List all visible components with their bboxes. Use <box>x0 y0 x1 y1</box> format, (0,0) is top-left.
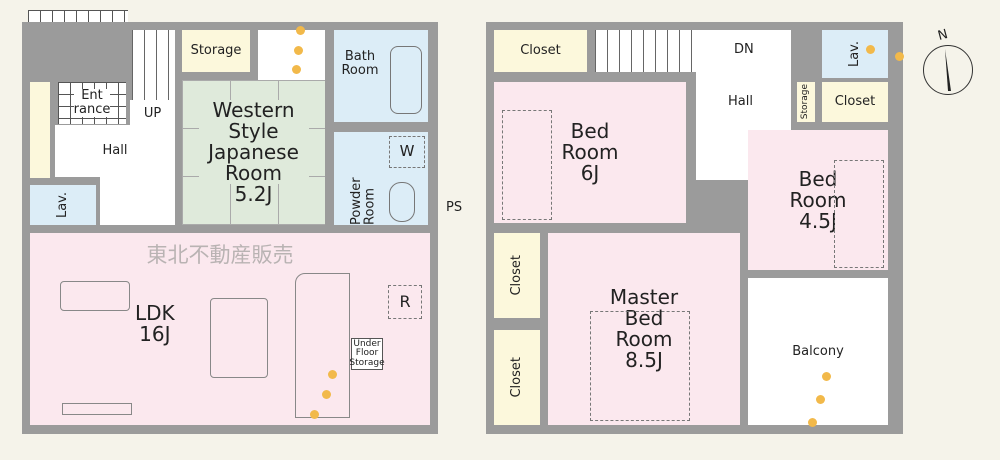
bed <box>502 110 552 220</box>
route-dot <box>808 418 817 427</box>
powder-room: Powder Room W <box>334 132 428 225</box>
ldk-name: LDK <box>135 301 175 325</box>
tv-board <box>62 403 132 415</box>
hall: Hall <box>55 125 175 177</box>
washer: W <box>389 136 425 168</box>
refrigerator: R <box>388 285 422 319</box>
lav-2f-label: Lav. <box>847 40 863 68</box>
dn-label: DN <box>734 42 754 57</box>
watermark-text: 東北不動産販売 <box>146 243 294 267</box>
shoe-shelf <box>30 82 50 178</box>
refrigerator-label: R <box>399 291 411 311</box>
storage-label: Storage <box>190 43 242 59</box>
ldk-size: 16J <box>139 322 171 346</box>
dining-table <box>210 298 268 378</box>
closet-right-label: Closet <box>834 94 876 110</box>
closet-space <box>258 30 325 80</box>
compass-north-label: N <box>936 26 950 45</box>
sofa <box>60 281 130 311</box>
route-dot <box>822 372 831 381</box>
under-floor-storage: Under Floor Storage <box>349 338 385 370</box>
western-room-name: Western Style Japanese Room <box>198 100 309 184</box>
route-dot <box>895 52 904 61</box>
route-dot <box>328 370 337 379</box>
stairs-up <box>132 30 175 100</box>
up-area: UP <box>130 100 175 128</box>
bed <box>834 160 884 268</box>
route-dot <box>292 65 301 74</box>
bedroom-4-5j-name: Bed Room <box>789 166 847 212</box>
route-dot <box>310 410 319 419</box>
compass-needle-icon <box>945 49 951 91</box>
watermark: 東北不動産販売 <box>100 244 340 266</box>
bedroom-6j-size: 6J <box>580 161 600 185</box>
entrance-label: Ent rance <box>73 87 111 118</box>
sink <box>389 182 415 222</box>
lavatory-2f: Lav. <box>822 30 888 78</box>
hall-label: Hall <box>102 143 128 159</box>
closet-right: Closet <box>822 82 888 122</box>
washer-label: W <box>399 142 415 161</box>
balcony-label: Balcony <box>792 343 844 359</box>
closet-top: Closet <box>494 30 587 72</box>
powder-label: Powder Room <box>349 177 378 225</box>
route-dot <box>816 395 825 404</box>
bath-room: Bath Room <box>334 30 428 122</box>
master-name: Master Bed Room <box>609 285 679 351</box>
hall-lower <box>100 177 175 225</box>
lavatory: Lav. <box>30 185 96 225</box>
storage-2f-label: Storage <box>800 84 811 120</box>
storage: Storage <box>182 30 250 72</box>
bedroom-4-5j-size: 4.5J <box>799 208 837 233</box>
compass <box>923 45 973 95</box>
route-dot <box>296 26 305 35</box>
closet-left-1: Closet <box>494 233 540 318</box>
up-label: UP <box>143 106 162 122</box>
bath-label: Bath Room <box>341 49 379 78</box>
entrance: Ent rance <box>58 82 126 124</box>
closet-left-2-label: Closet <box>509 357 525 398</box>
lav-label: Lav. <box>55 191 71 219</box>
master-size: 8.5J <box>625 348 663 372</box>
kitchen-counter <box>295 273 350 418</box>
bathtub <box>390 46 422 114</box>
under-floor-label: Under Floor Storage <box>349 338 385 368</box>
western-room-size: 5.2J <box>234 182 273 206</box>
bedroom-6j-name: Bed Room <box>561 119 619 164</box>
route-dot <box>866 45 875 54</box>
ps-label: PS <box>446 200 463 215</box>
route-dot <box>294 46 303 55</box>
storage-2f: Storage <box>797 82 815 122</box>
bed <box>590 311 690 421</box>
closet-left-2: Closet <box>494 330 540 425</box>
western-style-room: Western Style Japanese Room 5.2J <box>182 80 325 225</box>
hall-2f-label: Hall <box>728 94 753 109</box>
closet-top-label: Closet <box>520 43 561 59</box>
route-dot <box>322 390 331 399</box>
closet-left-1-label: Closet <box>509 255 525 296</box>
